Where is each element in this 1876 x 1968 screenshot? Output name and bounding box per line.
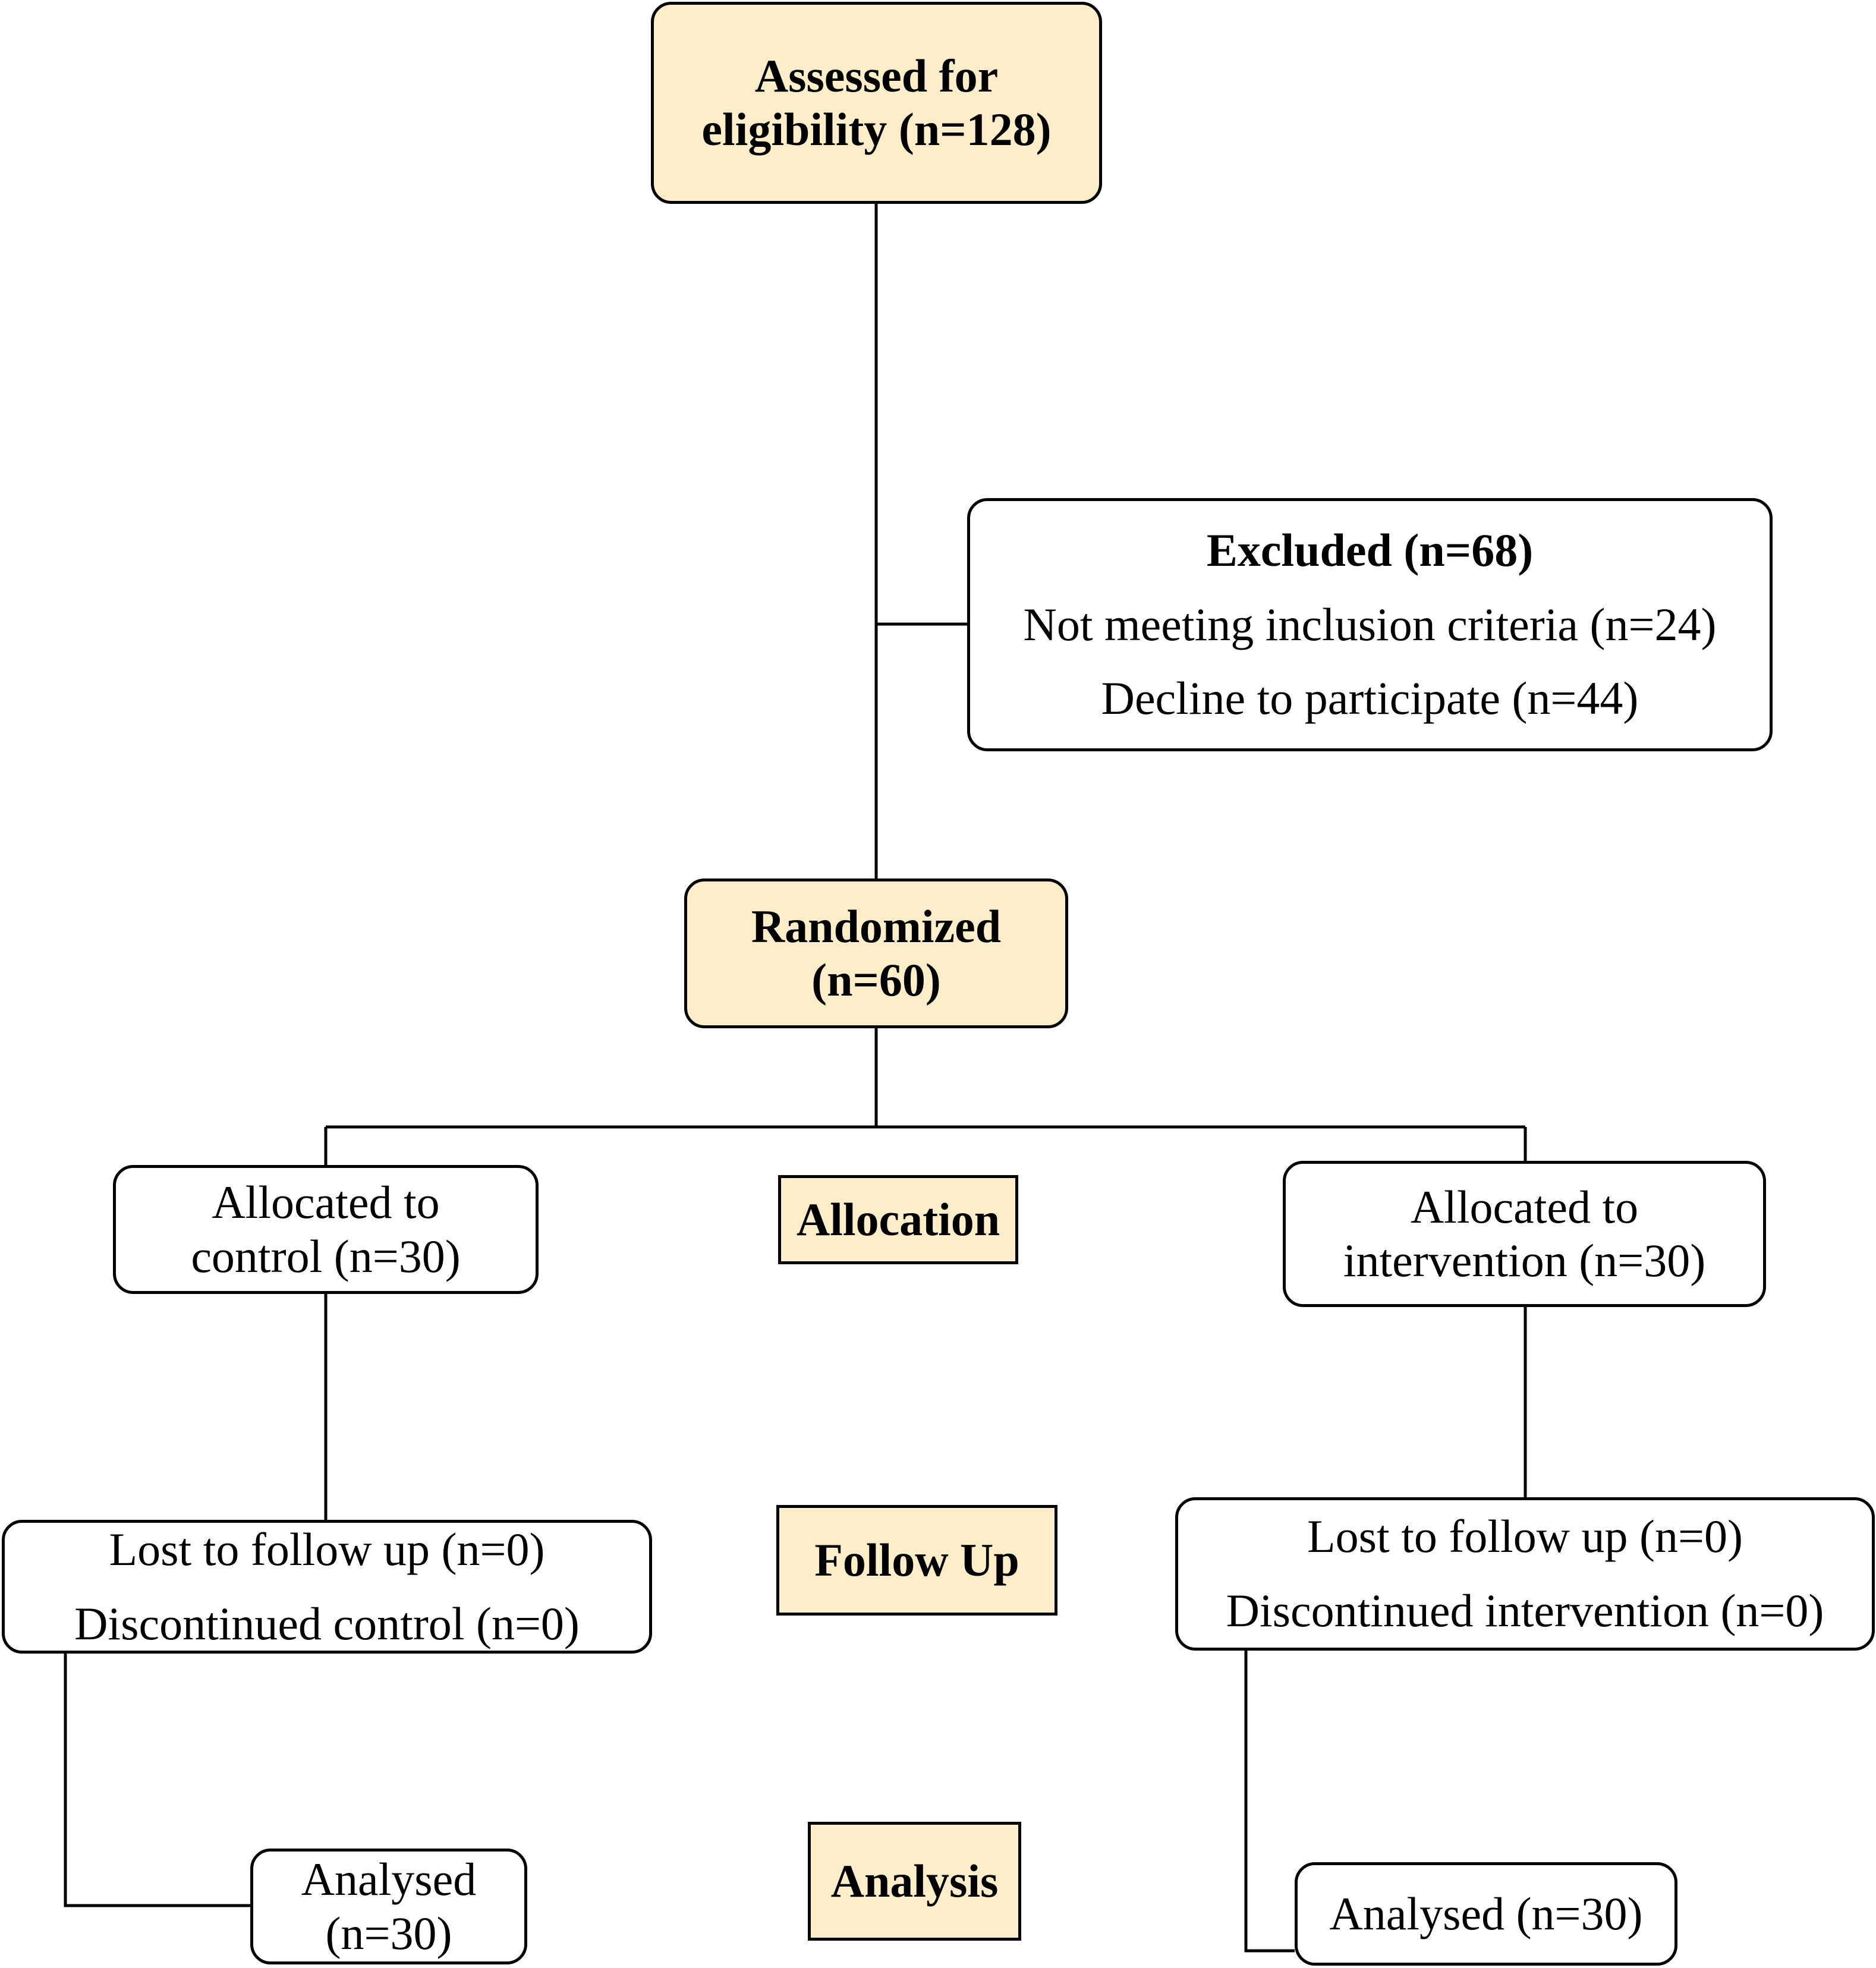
assessed-line2: eligibility (n=128) xyxy=(701,103,1052,155)
excluded-reason-inclusion: Not meeting inclusion criteria (n=24) xyxy=(1023,598,1717,650)
control-allocated-line1: Allocated to xyxy=(212,1176,440,1229)
intervention-allocated-line2: intervention (n=30) xyxy=(1343,1235,1706,1286)
control-analysed-line2: (n=30) xyxy=(325,1907,452,1959)
intervention-analysed-box: Analysed (n=30) xyxy=(1295,1862,1677,1966)
intervention-analysed-line1: Analysed (n=30) xyxy=(1329,1887,1643,1939)
assessed-line1: Assessed for xyxy=(754,49,999,102)
intervention-allocated-line1: Allocated to xyxy=(1410,1180,1639,1233)
assessed-box: Assessed for eligibility (n=128) xyxy=(651,2,1102,204)
randomized-line2: (n=60) xyxy=(811,954,941,1006)
control-followup-box: Lost to follow up (n=0) Discontinued con… xyxy=(2,1520,652,1654)
control-allocated-box: Allocated to control (n=30) xyxy=(113,1165,539,1294)
intervention-followup-box: Lost to follow up (n=0) Discontinued int… xyxy=(1175,1497,1875,1651)
excluded-reason-decline: Decline to participate (n=44) xyxy=(1101,672,1639,725)
intervention-lost-to-followup: Lost to follow up (n=0) xyxy=(1307,1510,1743,1563)
connector-intervention-analysed xyxy=(1244,1649,1295,1953)
control-discontinued: Discontinued control (n=0) xyxy=(74,1597,580,1649)
randomized-box: Randomized (n=60) xyxy=(684,878,1068,1028)
stage-label-analysis: Analysis xyxy=(808,1822,1021,1941)
control-analysed-line1: Analysed xyxy=(301,1853,477,1906)
excluded-box: Excluded (n=68) Not meeting inclusion cr… xyxy=(967,498,1773,751)
control-analysed-box: Analysed (n=30) xyxy=(250,1849,527,1964)
connector-control-analysed xyxy=(64,1652,250,1907)
stage-label-follow-up: Follow Up xyxy=(776,1505,1057,1616)
control-allocated-line2: control (n=30) xyxy=(191,1230,461,1282)
intervention-allocated-box: Allocated to intervention (n=30) xyxy=(1283,1161,1766,1307)
intervention-discontinued: Discontinued intervention (n=0) xyxy=(1226,1585,1824,1636)
excluded-title: Excluded (n=68) xyxy=(1206,524,1534,576)
stage-label-allocation: Allocation xyxy=(778,1175,1018,1264)
randomized-line1: Randomized xyxy=(751,900,1002,952)
control-lost-to-followup: Lost to follow up (n=0) xyxy=(109,1523,545,1575)
